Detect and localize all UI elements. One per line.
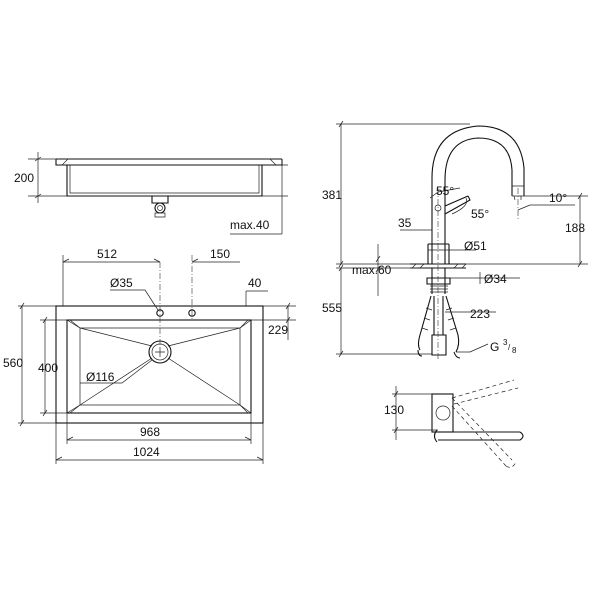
sink-top-view: 512 150 Ø35 40 229 560 400 Ø116 968 1024	[3, 247, 296, 464]
dim-35: 35	[398, 216, 412, 230]
faucet-side-view: 381 55° 55° 10° 188 35 Ø51 max.60 Ø34 55…	[322, 120, 588, 360]
dim-150: 150	[210, 247, 230, 261]
dim-max40: max.40	[230, 218, 270, 232]
dim-dia116: Ø116	[86, 370, 115, 384]
dim-1024: 1024	[133, 445, 160, 459]
dim-angle-55-top: 55°	[436, 184, 454, 198]
dim-thread-den: 8	[512, 346, 517, 355]
dim-thread-slash: /	[508, 343, 511, 352]
dim-dia51: Ø51	[464, 239, 487, 253]
dim-130: 130	[384, 403, 404, 417]
dim-max60: max.60	[352, 263, 392, 277]
dim-223: 223	[470, 307, 490, 321]
dim-angle-55-right: 55°	[471, 207, 489, 221]
dim-512: 512	[97, 247, 117, 261]
dim-968: 968	[140, 425, 160, 439]
dim-angle-10: 10°	[549, 191, 567, 205]
dim-200: 200	[14, 171, 34, 185]
dim-40: 40	[248, 276, 262, 290]
dim-thread-g: G	[490, 340, 499, 354]
dim-229: 229	[268, 323, 288, 337]
dim-dia34: Ø34	[484, 272, 507, 286]
dim-188: 188	[565, 221, 585, 235]
dim-400: 400	[38, 361, 58, 375]
sink-side-view: 200 max.40	[14, 152, 288, 235]
dim-381: 381	[322, 188, 342, 202]
dim-560: 560	[3, 356, 23, 370]
dim-thread-num: 3	[503, 338, 508, 347]
dim-dia35: Ø35	[110, 276, 133, 290]
faucet-top-view: 130	[384, 379, 524, 468]
dim-555: 555	[322, 301, 342, 315]
